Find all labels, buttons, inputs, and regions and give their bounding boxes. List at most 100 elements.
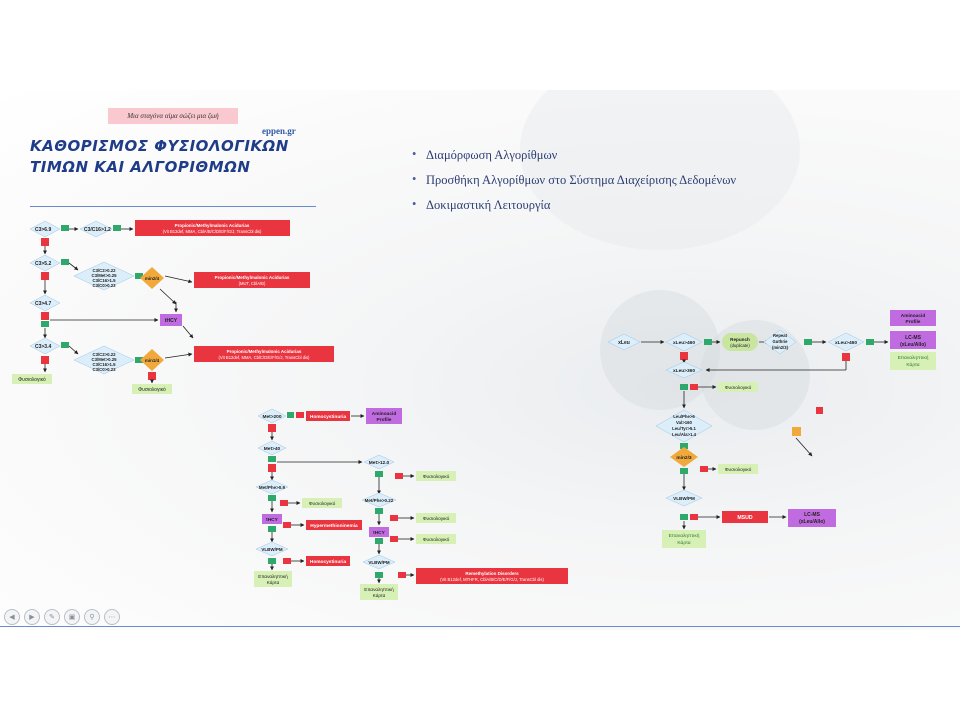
box-fysio-left: Φυσιολογικό	[12, 374, 52, 384]
box-aminoacid-profile: Aminoacid Profile	[366, 408, 402, 424]
box-line: Remethylation Disorders	[465, 571, 519, 576]
zoom-icon[interactable]: ⚲	[84, 609, 100, 625]
red-flag-icon	[268, 464, 276, 472]
green-flag-icon	[113, 225, 121, 231]
red-flag-icon	[398, 572, 406, 578]
tagline-banner: Μια σταγόνα αίμα σώζει μια ζωή	[108, 108, 238, 124]
green-flag-icon	[680, 443, 688, 449]
node-label: C3/C0>0.23	[92, 283, 116, 288]
bullet-item: Διαμόρφωση Αλγορίθμων	[412, 147, 736, 163]
box-label: Κάρτα	[906, 361, 919, 368]
node-label: xLeu>460	[673, 340, 695, 346]
node-label: min2/4	[145, 276, 160, 281]
box-fysio-m4: Φυσιολογικό	[416, 534, 456, 544]
slideshow-toolbar: ◀ ▶ ✎ ▣ ⚲ ⋯	[4, 609, 120, 625]
green-flag-icon	[41, 321, 49, 327]
pen-icon[interactable]: ✎	[44, 609, 60, 625]
box-label: Φυσιολογικό	[725, 384, 752, 391]
green-flag-icon	[287, 412, 294, 418]
node-label: C3/C16>1.5	[92, 362, 116, 367]
box-fysio-m3: Φυσιολογικό	[416, 513, 456, 523]
green-flag-icon	[268, 456, 276, 462]
bullet-item: Προσθήκη Αλγορίθμων στο Σύστημα Διαχείρι…	[412, 172, 736, 188]
green-flag-icon	[680, 384, 688, 390]
green-flag-icon	[135, 273, 143, 279]
box-msud: MSUD	[722, 511, 768, 523]
orange-marker-decoration	[792, 427, 801, 436]
box-label: Profile	[906, 319, 921, 325]
back-icon[interactable]: ◀	[4, 609, 20, 625]
box-label: Κάρτα	[267, 579, 280, 585]
red-flag-icon	[41, 356, 49, 364]
red-marker-decoration	[816, 407, 823, 414]
box-label: Homocystinuria	[310, 559, 347, 565]
red-flag-icon	[690, 384, 698, 390]
box-aa-profile: Aminoacid Profile	[890, 310, 936, 326]
green-flag-icon	[866, 339, 874, 345]
green-flag-icon	[61, 259, 69, 265]
node-label: C3>3.4	[35, 344, 51, 350]
box-fysio-r2: Φυσιολογικό	[718, 464, 758, 474]
box-label: Φυσιολογικό	[725, 466, 752, 473]
box-label: Aminoacid	[901, 313, 926, 319]
box-label: Κάρτα	[373, 592, 386, 598]
background-shape	[600, 290, 720, 410]
box-label: Repunch	[730, 337, 750, 342]
node-xleu460b: xLeu>460	[827, 332, 865, 352]
node-label: Met>40	[264, 446, 281, 452]
box-line: Propionic/Methylmalonic Acidurias	[175, 223, 250, 228]
node-min1of4: min1/4	[140, 349, 164, 371]
node-label: C3/C16>1.2	[84, 227, 111, 233]
box-line: (MUT, CblA/B)	[239, 281, 266, 286]
red-flag-icon	[41, 238, 49, 246]
node-xleu460: xLeu>460	[665, 332, 703, 352]
background-shape	[520, 90, 800, 250]
red-flag-icon	[283, 522, 291, 528]
node-label: VLBW/PM	[261, 547, 282, 552]
green-flag-icon	[268, 526, 276, 532]
box-label: LC-MS	[804, 512, 820, 518]
box-label: LC-MS	[905, 335, 921, 341]
box-line: (Vit B12def, MMA, CblC/D/E/F/G/J, TransC…	[219, 355, 311, 360]
bullet-list: Διαμόρφωση Αλγορίθμων Προσθήκη Αλγορίθμω…	[412, 147, 736, 223]
node-met12: Met>12.0	[363, 454, 395, 470]
red-flag-icon	[700, 466, 708, 472]
node-label: Guthrie	[773, 339, 789, 344]
red-flag-icon	[390, 536, 398, 542]
box-hypermethioninemia: Hypermethioninemia	[306, 520, 362, 530]
box-label: MSUD	[737, 515, 753, 521]
forward-icon[interactable]: ▶	[24, 609, 40, 625]
box-label: Επαναληπτική	[669, 532, 700, 539]
node-label: C3/C2>0.22	[92, 352, 116, 357]
more-icon[interactable]: ⋯	[104, 609, 120, 625]
green-flag-icon	[135, 357, 143, 363]
copy-icon[interactable]: ▣	[64, 609, 80, 625]
box-fysio-m1: Φυσιολογικό	[416, 471, 456, 481]
node-label: min1/4	[145, 358, 160, 363]
node-label: C3>6.9	[35, 227, 51, 233]
node-label: Leu/Phe>6	[673, 414, 695, 419]
node-min2of4: min2/4	[140, 267, 164, 289]
green-flag-icon	[680, 514, 688, 520]
box-label: Φυσιολογικό	[423, 515, 450, 522]
box-label: (xLeu/Allo)	[799, 519, 825, 525]
green-flag-icon	[268, 558, 276, 564]
node-met40: Met>40	[257, 440, 287, 456]
bullet-item: Δοκιμαστική Λειτουργία	[412, 197, 736, 213]
node-label: C3>4.7	[35, 301, 51, 307]
node-label: tHCY	[373, 530, 386, 536]
node-repeat-guthrie: Repeat Guthrie (min2/3)	[763, 329, 797, 355]
box-label: Hypermethioninemia	[310, 523, 358, 529]
site-logo-text: eppen.gr	[262, 126, 296, 136]
green-flag-icon	[375, 471, 383, 477]
red-flag-icon	[296, 412, 304, 418]
node-ratios-1: C3/C2>0.22 C3/Met>0.25 C3/C16>1.5 C3/C0>…	[73, 261, 135, 291]
node-xleu360: xLeu>360	[665, 361, 703, 379]
red-flag-icon	[680, 352, 688, 360]
node-label: xLeu	[618, 340, 630, 346]
node-label: Val>160	[676, 420, 693, 425]
title-line-2: ΤΙΜΩΝ ΚΑΙ ΑΛΓΟΡΙΘΜΩΝ	[30, 158, 251, 176]
node-min2of3: min2/3	[670, 447, 698, 467]
green-flag-icon	[61, 225, 69, 231]
red-flag-icon	[41, 272, 49, 280]
